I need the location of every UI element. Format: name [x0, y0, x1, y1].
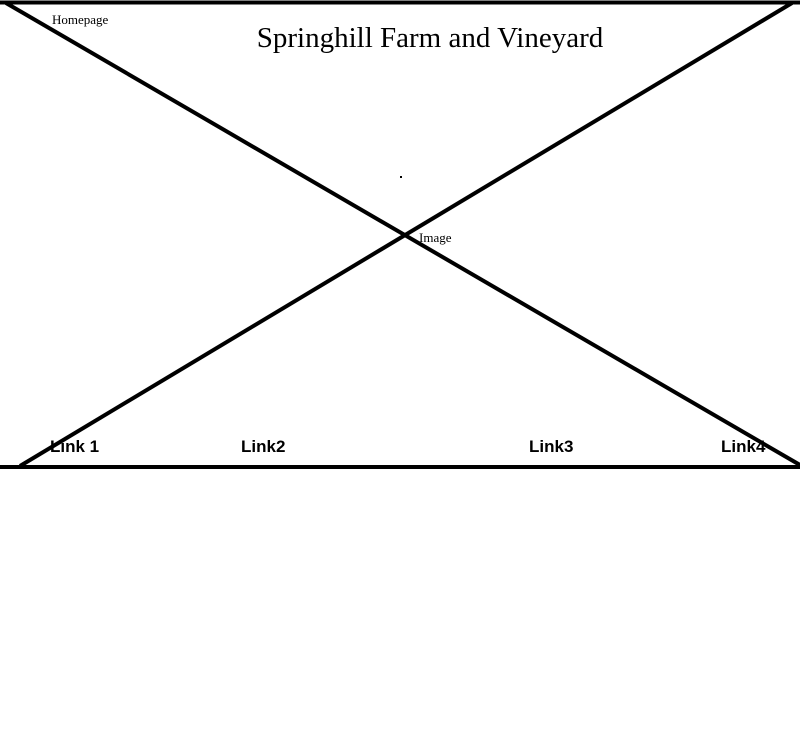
site-title: Springhill Farm and Vineyard [256, 22, 604, 54]
center-dot [400, 176, 402, 178]
nav-link-1[interactable]: Link 1 [50, 437, 100, 456]
image-placeholder-label: Image [419, 230, 452, 245]
nav-link-2[interactable]: Link2 [241, 437, 286, 456]
page-label: Homepage [52, 12, 109, 27]
nav-link-4[interactable]: Link4 [721, 437, 766, 456]
nav-link-3[interactable]: Link3 [529, 437, 574, 456]
diagonal-line-up [18, 1, 794, 468]
